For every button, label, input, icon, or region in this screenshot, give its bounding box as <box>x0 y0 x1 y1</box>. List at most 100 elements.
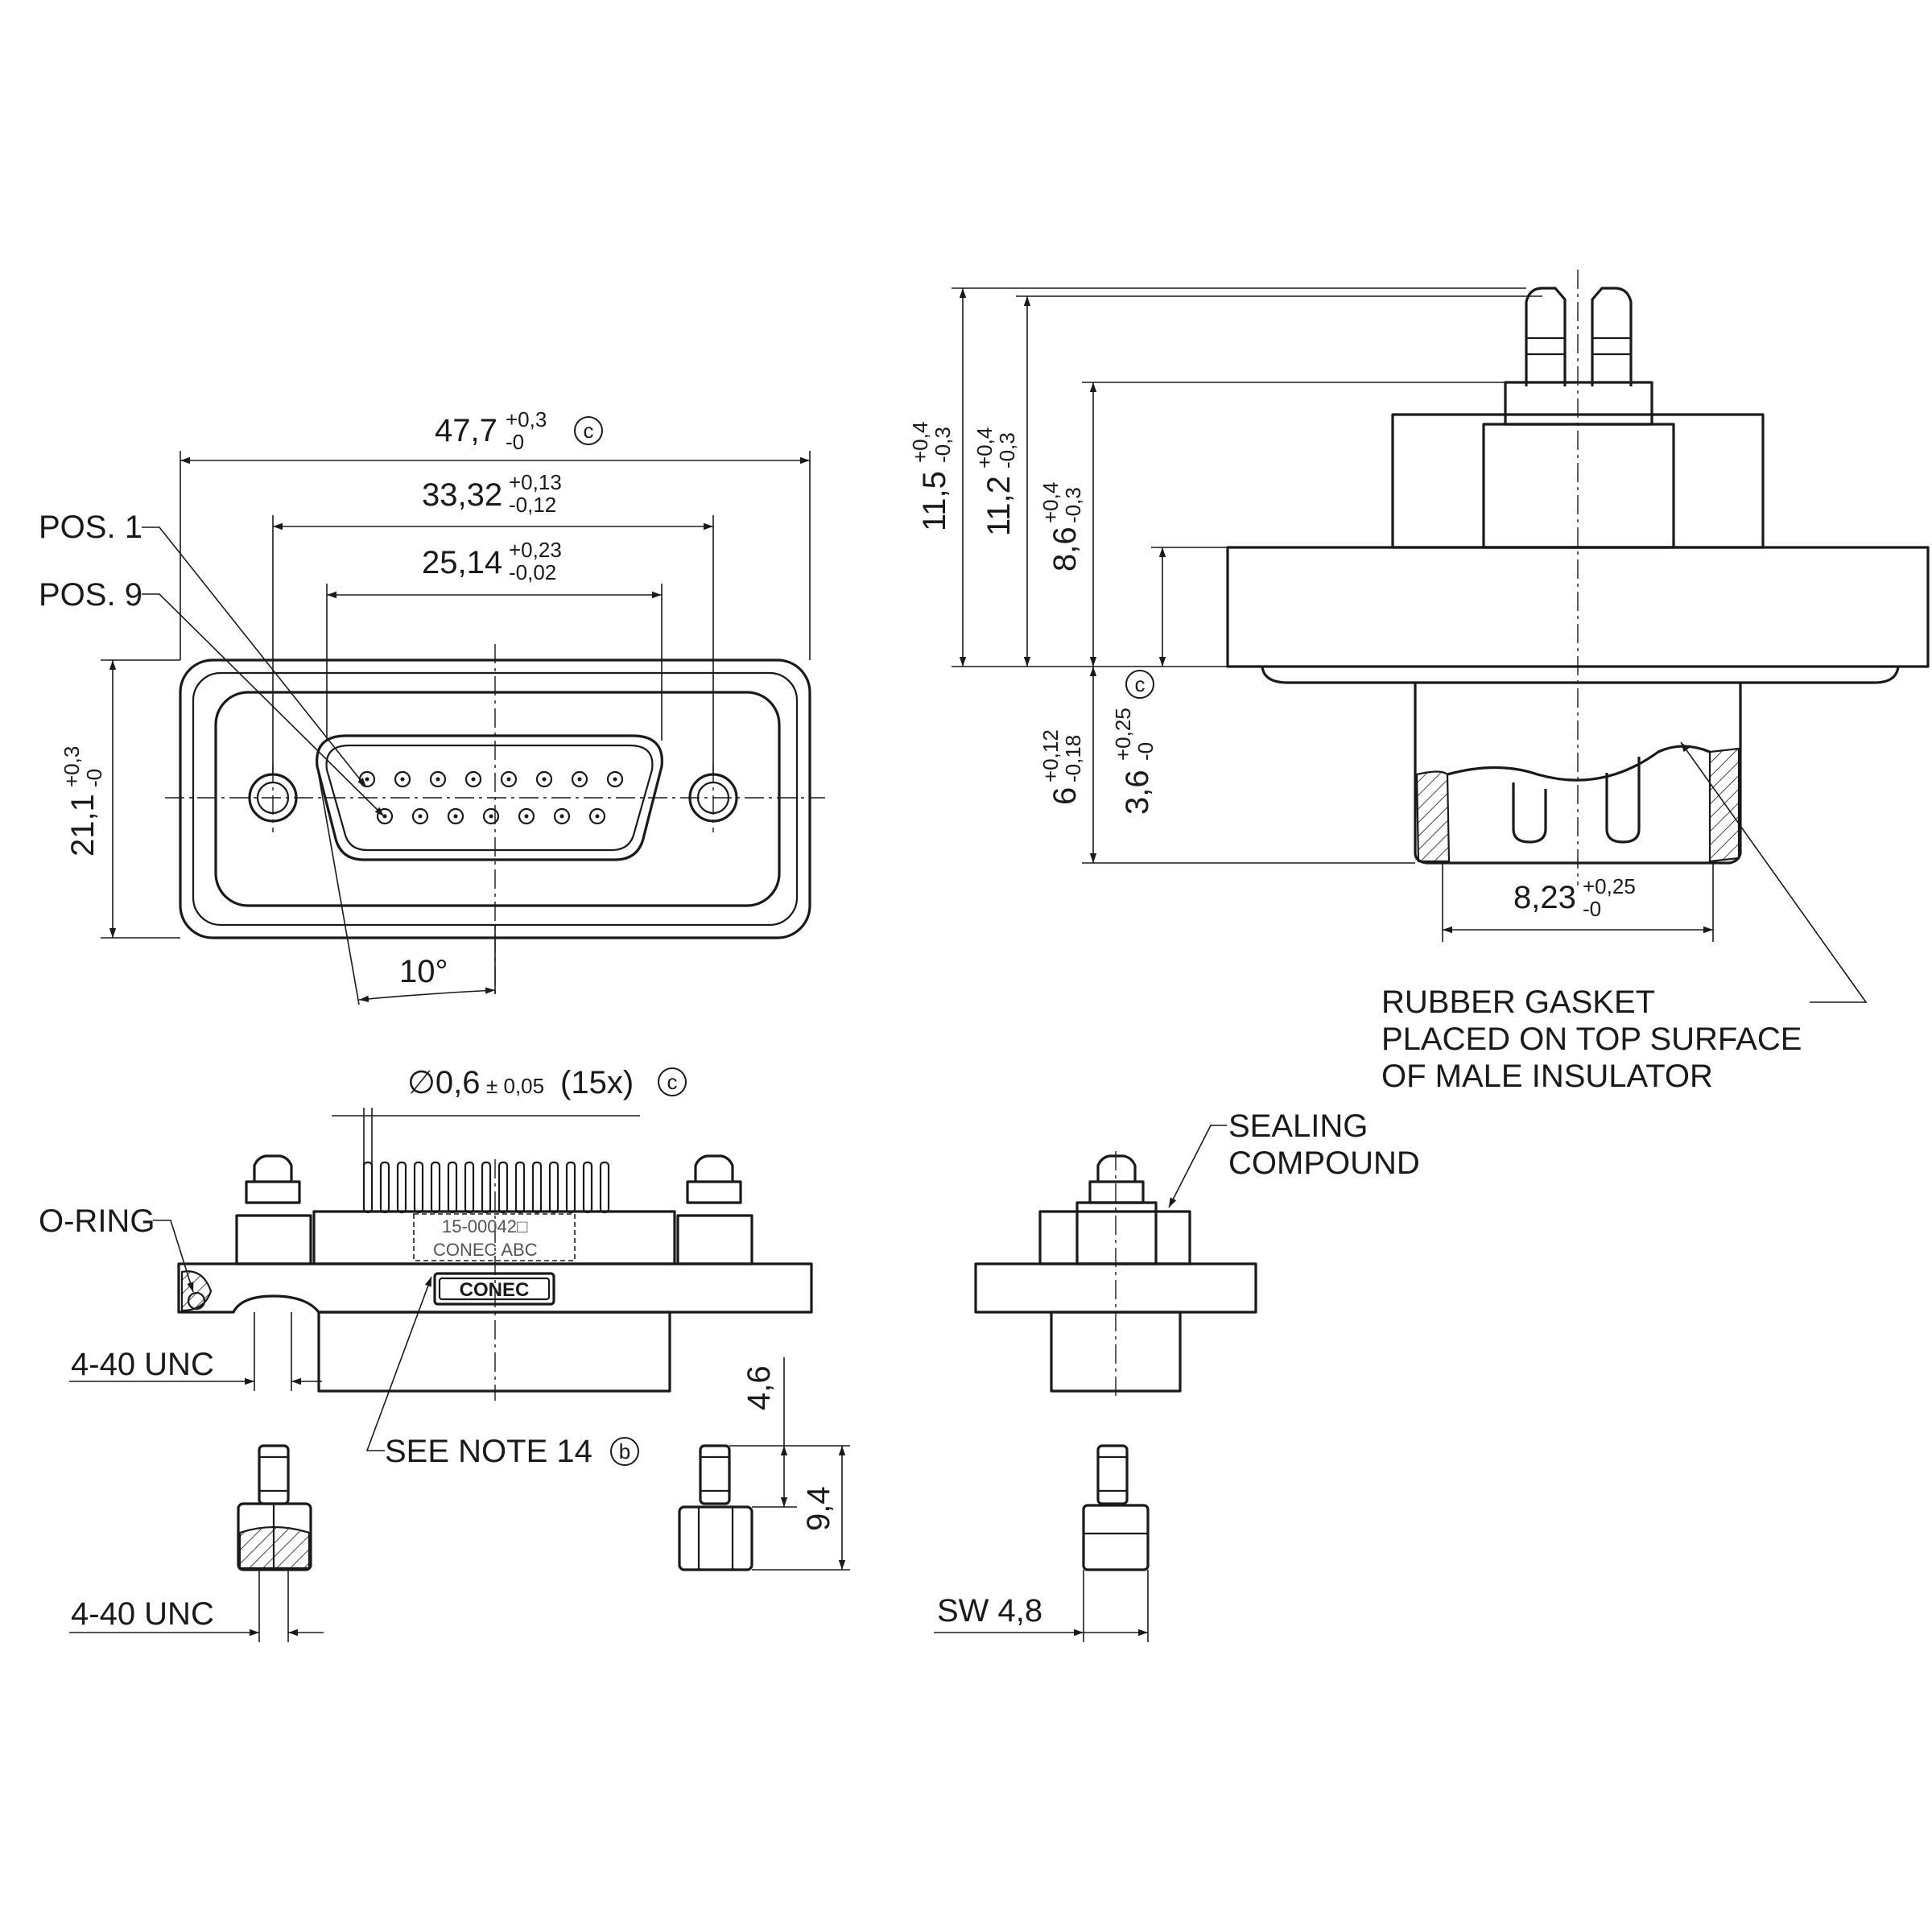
end-upper-body <box>1038 1210 1191 1265</box>
front-d-shell <box>316 734 663 861</box>
bottom-pin <box>481 1161 492 1214</box>
pin-row1-dot <box>577 777 582 782</box>
front-view: 47,7 +0,3 -0 c 33,32 +0,13 -0,12 25,14 +… <box>39 407 825 1005</box>
pin-row1 <box>606 770 624 788</box>
logo-text: CONEC <box>460 1279 530 1301</box>
side-top-boss <box>1504 381 1653 426</box>
angle-label: 10° <box>399 954 448 989</box>
gasket-note-line-2: PLACED ON TOP SURFACE <box>1381 1022 1802 1057</box>
bottom-pin <box>430 1161 441 1214</box>
sealing-label-1: SEALING <box>1228 1108 1368 1144</box>
bottom-pin <box>497 1161 509 1214</box>
side-break-line <box>1447 745 1711 782</box>
pin-row1-dot <box>506 777 511 782</box>
svg-text:+0,3: +0,3 <box>506 407 547 431</box>
bottom-lower-shell <box>317 1311 671 1393</box>
bottom-post-right <box>676 1214 753 1265</box>
pin-row2 <box>588 807 606 825</box>
svg-text:-0,12: -0,12 <box>509 493 556 517</box>
pin-row1-dot <box>542 777 547 782</box>
mark-circle <box>574 416 603 445</box>
o-ring-leader <box>153 1220 194 1293</box>
gasket-note-line-3: OF MALE INSULATOR <box>1381 1059 1713 1094</box>
pin-row1 <box>429 770 447 788</box>
dim-6: 6 <box>1047 787 1083 805</box>
jackpost-top-left <box>253 1154 293 1182</box>
bottom-pin <box>413 1161 424 1214</box>
pos9-label: POS. 9 <box>39 577 142 613</box>
front-flange-inner <box>192 671 799 927</box>
svg-text:-0: -0 <box>1133 742 1158 761</box>
pin-row1-dot <box>436 777 440 782</box>
pin-row1-dot <box>365 777 369 782</box>
svg-text:-0,3: -0,3 <box>1061 487 1085 523</box>
dim-21-1: 21,1 <box>65 794 101 857</box>
pin-diameter: ∅0,6 <box>407 1065 480 1100</box>
svg-text:+0,4: +0,4 <box>908 422 932 463</box>
svg-text:± 0,05: ± 0,05 <box>486 1074 544 1098</box>
pin-row1 <box>464 770 482 788</box>
front-recess <box>214 691 781 907</box>
pin-row1-dot <box>400 777 405 782</box>
bottom-pin <box>565 1161 576 1214</box>
pin-row2-dot <box>595 814 600 819</box>
pin-row2 <box>376 807 394 825</box>
o-ring-label: O-RING <box>39 1203 155 1239</box>
gasket-note-line-1: RUBBER GASKET <box>1381 985 1655 1020</box>
gasket-leader <box>1680 741 1868 1003</box>
svg-text:b: b <box>619 1439 630 1463</box>
svg-text:-0,3: -0,3 <box>931 427 955 463</box>
mark-circle-pin <box>658 1067 687 1096</box>
end-jackscrew <box>1082 1444 1150 1571</box>
pos1-label: POS. 1 <box>39 510 142 545</box>
svg-text:-0: -0 <box>82 769 106 787</box>
svg-text:-0,3: -0,3 <box>995 432 1019 469</box>
bottom-pin <box>379 1161 390 1214</box>
part-number: 15-00042□ <box>442 1216 527 1236</box>
bottom-pin <box>447 1161 458 1214</box>
pin-row2-dot <box>453 814 458 819</box>
pin-row1-dot <box>471 777 476 782</box>
angle-arc <box>358 987 496 1003</box>
side-socket-1 <box>1512 782 1547 844</box>
o-ring-section <box>180 1270 213 1312</box>
pin-row1 <box>394 770 411 788</box>
bottom-pin <box>464 1161 475 1214</box>
svg-text:c: c <box>667 1070 678 1094</box>
side-pin-left <box>1525 287 1567 386</box>
dim-47-7: 47,7 <box>435 413 497 448</box>
svg-text:+0,23: +0,23 <box>509 538 562 562</box>
pin-row2 <box>411 807 429 825</box>
svg-text:+0,13: +0,13 <box>509 470 562 494</box>
pin-row2-dot <box>489 814 493 819</box>
pin-row2-dot <box>418 814 423 819</box>
pin-row1 <box>535 770 553 788</box>
wrench-size: SW 4,8 <box>937 1593 1042 1629</box>
side-gasket-lip <box>1261 666 1900 684</box>
bottom-pin <box>396 1161 407 1214</box>
pin-row2 <box>518 807 535 825</box>
bottom-pin <box>514 1161 526 1214</box>
side-shell-section-left <box>1415 770 1451 863</box>
thread-label-upper: 4-40 UNC <box>71 1347 214 1382</box>
sealing-label-2: COMPOUND <box>1228 1146 1420 1181</box>
see-note-label: SEE NOTE 14 <box>385 1434 592 1469</box>
side-shell-section-right <box>1708 747 1740 863</box>
pin-row1 <box>571 770 588 788</box>
dim-33-32: 33,32 <box>422 477 502 513</box>
side-socket-2 <box>1605 757 1641 844</box>
svg-text:(15x): (15x) <box>560 1065 634 1100</box>
dim-11-2: 11,2 <box>981 476 1017 536</box>
marking-area <box>413 1213 576 1261</box>
pin-row2-dot <box>559 814 564 819</box>
bottom-pin <box>582 1161 593 1214</box>
conec-logo <box>433 1272 555 1306</box>
pos1-leader <box>142 526 367 788</box>
svg-text:+0,25: +0,25 <box>1111 708 1135 761</box>
pin-row2 <box>482 807 500 825</box>
pos9-leader <box>142 593 385 817</box>
dim-25-14: 25,14 <box>422 545 502 580</box>
end-view: SEALING COMPOUND SW 4,8 <box>934 1108 1420 1642</box>
